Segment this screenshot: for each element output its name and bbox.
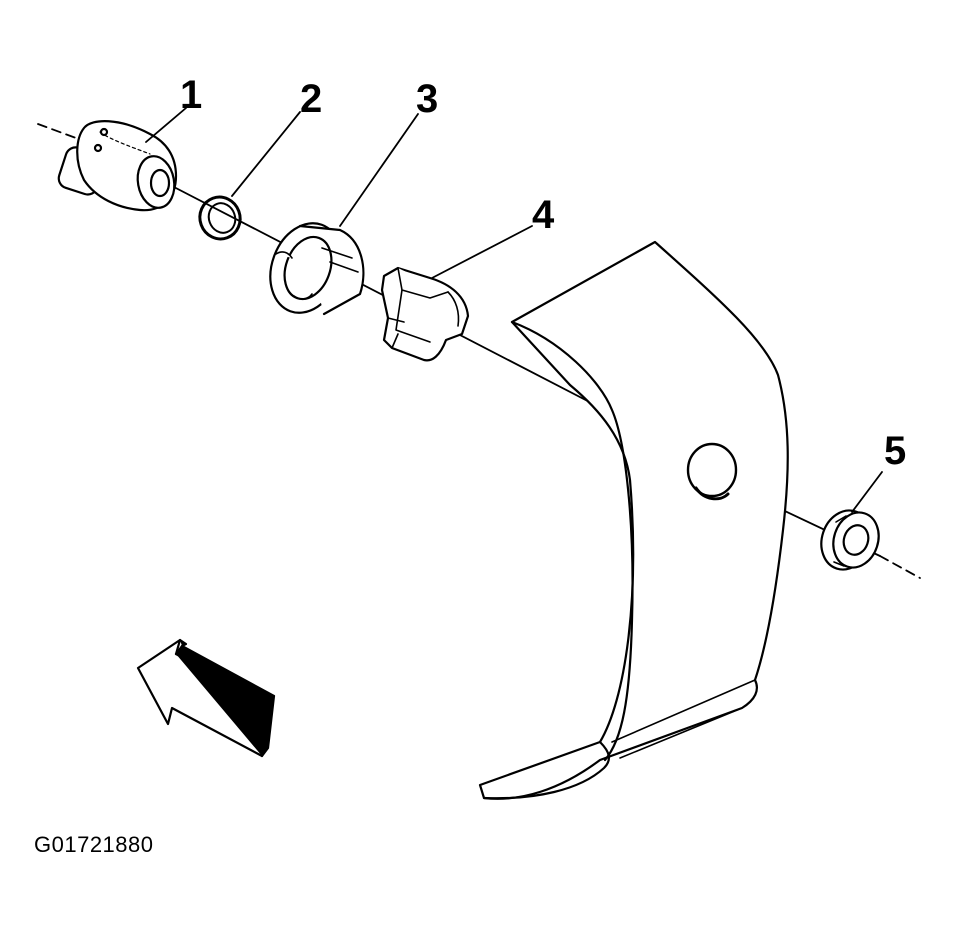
mounting-bracket-part xyxy=(380,266,470,362)
callout-4: 4 xyxy=(532,193,555,237)
callout-5: 5 xyxy=(884,429,906,473)
forward-arrow-icon xyxy=(136,638,276,758)
seal-ring-part xyxy=(198,195,242,241)
bumper-fascia xyxy=(478,240,789,800)
leader-lines xyxy=(145,107,883,513)
figure-id-label: G01721880 xyxy=(34,832,154,857)
outer-grommet-part xyxy=(820,509,880,571)
callout-3: 3 xyxy=(416,77,438,121)
sensor-part xyxy=(57,120,178,212)
callout-2: 2 xyxy=(300,77,322,121)
callout-labels: 1 2 3 4 5 xyxy=(180,73,906,473)
callout-1: 1 xyxy=(180,73,202,117)
retainer-bezel-part xyxy=(269,222,365,316)
